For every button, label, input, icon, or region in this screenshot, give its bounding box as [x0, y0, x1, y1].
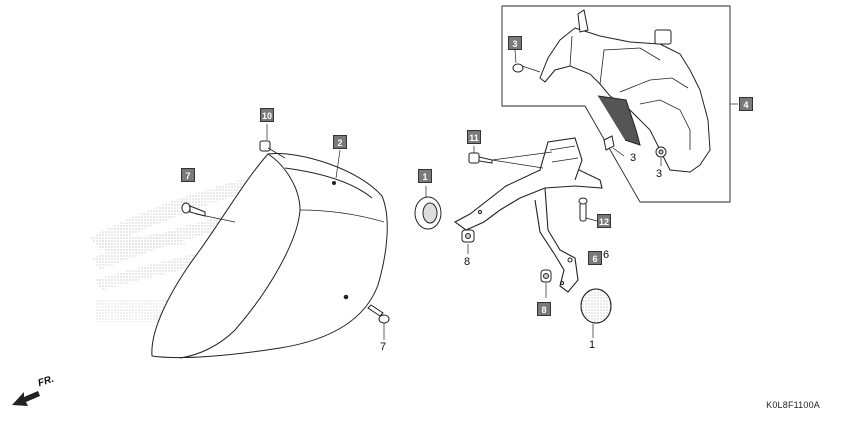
callout-7: 7: [181, 168, 195, 182]
callout-3: 3: [508, 36, 522, 50]
screw-10: [259, 140, 286, 159]
callout-6-label: 6: [603, 249, 610, 261]
callout-10: 10: [260, 108, 274, 122]
assembly-frame: [501, 6, 585, 107]
callout-7-label: 7: [380, 341, 387, 353]
callout-8-label: 8: [464, 256, 471, 268]
front-direction-arrow-icon: [12, 391, 40, 406]
leader-line: [195, 213, 236, 223]
callout-3-label-a: 3: [630, 152, 637, 164]
nut-8-left: [461, 229, 475, 243]
callout-1-label: 1: [589, 339, 596, 351]
leader-line: [335, 149, 341, 179]
flange-bolt-11: [468, 152, 493, 164]
callout-11: 11: [467, 130, 481, 144]
clip-3-top: [512, 63, 541, 73]
callout-12: 12: [597, 214, 611, 228]
leader-line: [514, 49, 517, 64]
diagram-code: K0L8F1100A: [766, 400, 820, 410]
callout-2: 2: [333, 135, 347, 149]
clip-3-right: [655, 146, 667, 158]
bolt-12: [578, 197, 588, 222]
front-fender: [151, 152, 388, 359]
callout-1: 1: [418, 169, 432, 183]
leader-line: [585, 217, 598, 222]
callout-6: 6: [588, 251, 602, 265]
assembly-frame: [584, 105, 641, 203]
callout-4: 4: [739, 97, 753, 111]
nut-8-right: [540, 269, 552, 283]
callout-8: 8: [537, 302, 551, 316]
grommet-1: [414, 196, 442, 230]
leader-line: [491, 151, 553, 161]
leader-line: [612, 147, 625, 157]
clip-3-middle: [603, 135, 615, 151]
bolt-7-lower: [367, 304, 390, 324]
reflector-1: [580, 288, 612, 324]
leader-line: [491, 159, 544, 169]
fender-stay: [453, 137, 603, 293]
callout-3-label-b: 3: [656, 168, 663, 180]
